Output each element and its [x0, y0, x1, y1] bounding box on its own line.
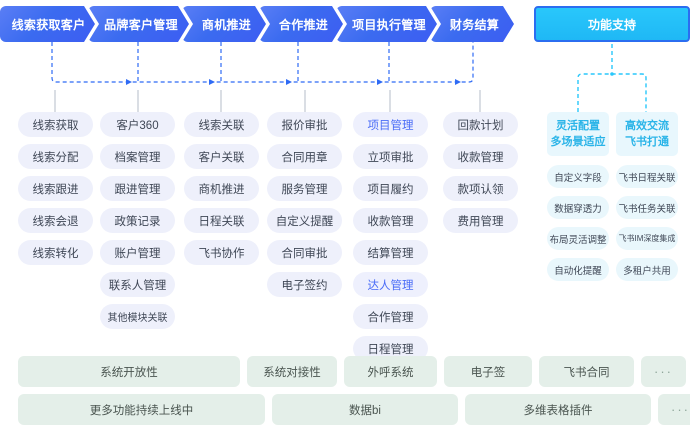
capability-pill[interactable]: 日程关联 — [184, 208, 259, 233]
bottom-row-system-openness: 系统开放性系统对接性外呼系统电子签飞书合同··· — [18, 356, 686, 387]
flow-stage-5[interactable]: 财务结算 — [430, 6, 514, 42]
capability-pill[interactable]: 线索会退 — [18, 208, 93, 233]
more-dots-button[interactable]: ··· — [658, 394, 690, 425]
flow-stage-2[interactable]: 商机推进 — [182, 6, 266, 42]
flow-stage-label: 财务结算 — [449, 17, 500, 32]
support-pill[interactable]: 自定义字段 — [547, 165, 609, 188]
flow-stage-label: 商机推进 — [201, 17, 252, 32]
support-pill[interactable]: 自动化提醒 — [547, 258, 609, 281]
function-support-label: 功能支持 — [587, 17, 636, 32]
flow-stage-label: 品牌客户管理 — [104, 17, 178, 32]
capability-pill[interactable]: 报价审批 — [267, 112, 342, 137]
capability-pill[interactable]: 档案管理 — [100, 144, 175, 169]
flow-stage-3[interactable]: 合作推进 — [259, 6, 343, 42]
capability-pill[interactable]: 客户360 — [100, 112, 175, 137]
capability-pill[interactable]: 线索转化 — [18, 240, 93, 265]
capability-pill[interactable]: 其他模块关联 — [100, 304, 175, 329]
capability-pill[interactable]: 账户管理 — [100, 240, 175, 265]
capability-column-project-execution: 项目管理立项审批项目履约收款管理结算管理达人管理合作管理日程管理 — [353, 112, 428, 368]
capability-pill[interactable]: 达人管理 — [353, 272, 428, 297]
support-title-line-1: 灵活配置 — [556, 120, 600, 132]
flow-stage-1[interactable]: 品牌客户管理 — [88, 6, 189, 42]
support-pill[interactable]: 布局灵活调整 — [547, 227, 609, 250]
support-pill[interactable]: 飞书任务关联 — [616, 196, 678, 219]
capability-pill[interactable]: 款项认领 — [443, 176, 518, 201]
capability-column-lead-acquisition: 线索获取线索分配线索跟进线索会退线索转化 — [18, 112, 93, 272]
bottom-cell[interactable]: 飞书合同 — [539, 356, 634, 387]
capability-pill[interactable]: 线索跟进 — [18, 176, 93, 201]
capability-pill[interactable]: 回款计划 — [443, 112, 518, 137]
capability-pill[interactable]: 费用管理 — [443, 208, 518, 233]
capability-pill[interactable]: 结算管理 — [353, 240, 428, 265]
capability-pill[interactable]: 线索关联 — [184, 112, 259, 137]
support-title-line-1: 高效交流 — [625, 120, 669, 132]
bottom-cell[interactable]: 更多功能持续上线中 — [18, 394, 265, 425]
capability-pill[interactable]: 服务管理 — [267, 176, 342, 201]
capability-pill[interactable]: 飞书协作 — [184, 240, 259, 265]
more-dots-button[interactable]: ··· — [641, 356, 686, 387]
capability-pill[interactable]: 合作管理 — [353, 304, 428, 329]
capability-pill[interactable]: 线索获取 — [18, 112, 93, 137]
bottom-cell[interactable]: 系统开放性 — [18, 356, 240, 387]
bottom-cell[interactable]: 多维表格插件 — [465, 394, 651, 425]
flow-stage-0[interactable]: 线索获取客户 — [0, 6, 95, 42]
capability-pill[interactable]: 电子签约 — [267, 272, 342, 297]
capability-pill[interactable]: 政策记录 — [100, 208, 175, 233]
support-group-title: 高效交流飞书打通 — [616, 112, 678, 156]
capability-pill[interactable]: 商机推进 — [184, 176, 259, 201]
capability-pill[interactable]: 自定义提醒 — [267, 208, 342, 233]
capability-pill[interactable]: 客户关联 — [184, 144, 259, 169]
support-group-flexible-config: 灵活配置多场景适应自定义字段数据穿透力布局灵活调整自动化提醒 — [547, 112, 609, 289]
support-title-line-2: 飞书打通 — [625, 136, 669, 148]
capability-column-cooperation: 报价审批合同用章服务管理自定义提醒合同审批电子签约 — [267, 112, 342, 304]
flow-stage-4[interactable]: 项目执行管理 — [336, 6, 437, 42]
capability-column-customer-management: 客户360 档案管理跟进管理政策记录账户管理联系人管理其他模块关联 — [100, 112, 175, 336]
flow-stage-label: 线索获取客户 — [11, 17, 86, 32]
support-pill[interactable]: 飞书日程关联 — [616, 165, 678, 188]
capability-column-finance: 回款计划收款管理款项认领费用管理 — [443, 112, 518, 240]
capability-pill[interactable]: 收款管理 — [443, 144, 518, 169]
capability-pill[interactable]: 合同用章 — [267, 144, 342, 169]
support-pill[interactable]: 数据穿透力 — [547, 196, 609, 219]
bottom-cell[interactable]: 电子签 — [444, 356, 532, 387]
support-group-efficient-comm: 高效交流飞书打通飞书日程关联飞书任务关联飞书IM深度集成多租户共用 — [616, 112, 678, 289]
capability-pill[interactable]: 跟进管理 — [100, 176, 175, 201]
capability-pill[interactable]: 项目履约 — [353, 176, 428, 201]
capability-pill[interactable]: 合同审批 — [267, 240, 342, 265]
capability-pill[interactable]: 项目管理 — [353, 112, 428, 137]
flow-stage-label: 项目执行管理 — [352, 17, 426, 32]
capability-pill[interactable]: 立项审批 — [353, 144, 428, 169]
capability-pill[interactable]: 线索分配 — [18, 144, 93, 169]
bottom-cell[interactable]: 系统对接性 — [247, 356, 337, 387]
function-support-button[interactable]: 功能支持 — [534, 6, 690, 42]
flow-stage-label: 合作推进 — [278, 17, 329, 32]
bottom-cell[interactable]: 外呼系统 — [344, 356, 437, 387]
capability-pill[interactable]: 联系人管理 — [100, 272, 175, 297]
support-title-line-2: 多场景适应 — [550, 136, 606, 148]
support-group-title: 灵活配置多场景适应 — [547, 112, 609, 156]
capability-pill[interactable]: 收款管理 — [353, 208, 428, 233]
support-pill[interactable]: 飞书IM深度集成 — [616, 227, 678, 250]
support-pill[interactable]: 多租户共用 — [616, 258, 678, 281]
capability-column-opportunity: 线索关联客户关联商机推进日程关联飞书协作 — [184, 112, 259, 272]
bottom-cell[interactable]: 数据bi — [272, 394, 458, 425]
